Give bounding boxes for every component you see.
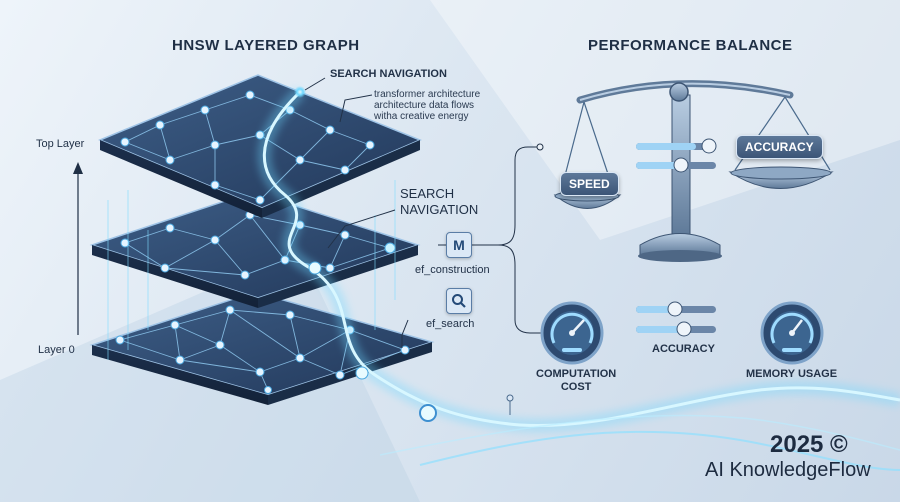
search-path-glow — [257, 86, 900, 471]
performance-title: PERFORMANCE BALANCE — [588, 37, 793, 54]
brand-name: AI KnowledgeFlow — [705, 459, 871, 481]
slider-group — [636, 138, 717, 337]
magnifier-icon — [446, 288, 472, 314]
speed-badge: SPEED — [560, 172, 619, 196]
light-streaks — [107, 180, 396, 360]
top-layer-label: Top Layer — [36, 138, 85, 150]
ef-search-label: ef_search — [426, 318, 475, 330]
m-letter-icon: M — [446, 232, 472, 258]
speedometer-icon — [760, 301, 824, 365]
layer-top-plate — [98, 74, 422, 218]
hnsw-title: HNSW LAYERED GRAPH — [172, 37, 360, 54]
accuracy-label: ACCURACY — [652, 343, 715, 355]
accuracy-badge: ACCURACY — [736, 135, 823, 159]
layer-0-plate — [89, 291, 435, 405]
search-navigation-label-mid: SEARCH NAVIGATION — [400, 186, 479, 217]
copyright-year: 2025 © — [770, 431, 848, 458]
ef-construction-label: ef_construction — [415, 264, 490, 276]
annotation-leaders — [304, 77, 545, 348]
layer-0-label: Layer 0 — [38, 344, 75, 356]
speedometer-icon — [540, 301, 604, 365]
computation-cost-label: COMPUTATION COST — [536, 368, 617, 393]
layer-1-plate — [89, 191, 421, 308]
search-navigation-label-top: SEARCH NAVIGATION — [330, 68, 447, 80]
annotation-text: transformer architecture architecture da… — [374, 89, 481, 122]
layer-axis-arrow — [73, 162, 83, 335]
memory-usage-label: MEMORY USAGE — [746, 368, 838, 380]
